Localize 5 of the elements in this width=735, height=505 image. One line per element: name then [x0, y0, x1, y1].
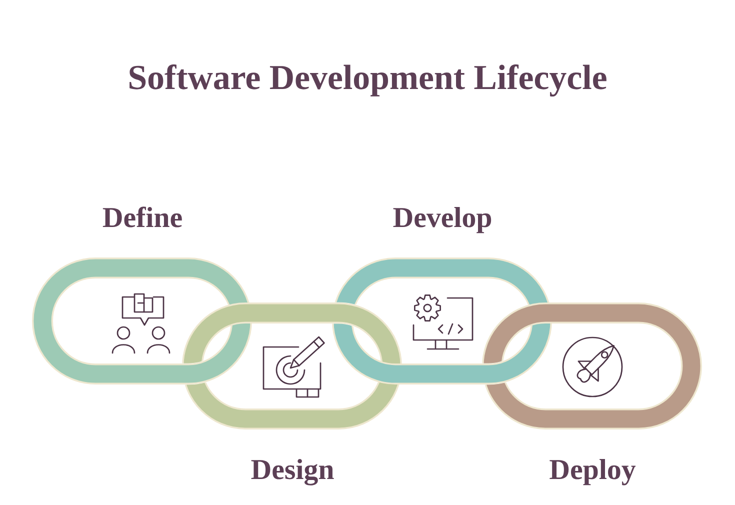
step-label: Define: [102, 206, 182, 228]
step-label: Develop: [393, 206, 492, 234]
title: Software Development Lifecycle: [130, 64, 606, 97]
step-label: Design: [251, 458, 334, 486]
step-label: Deploy: [550, 458, 636, 486]
